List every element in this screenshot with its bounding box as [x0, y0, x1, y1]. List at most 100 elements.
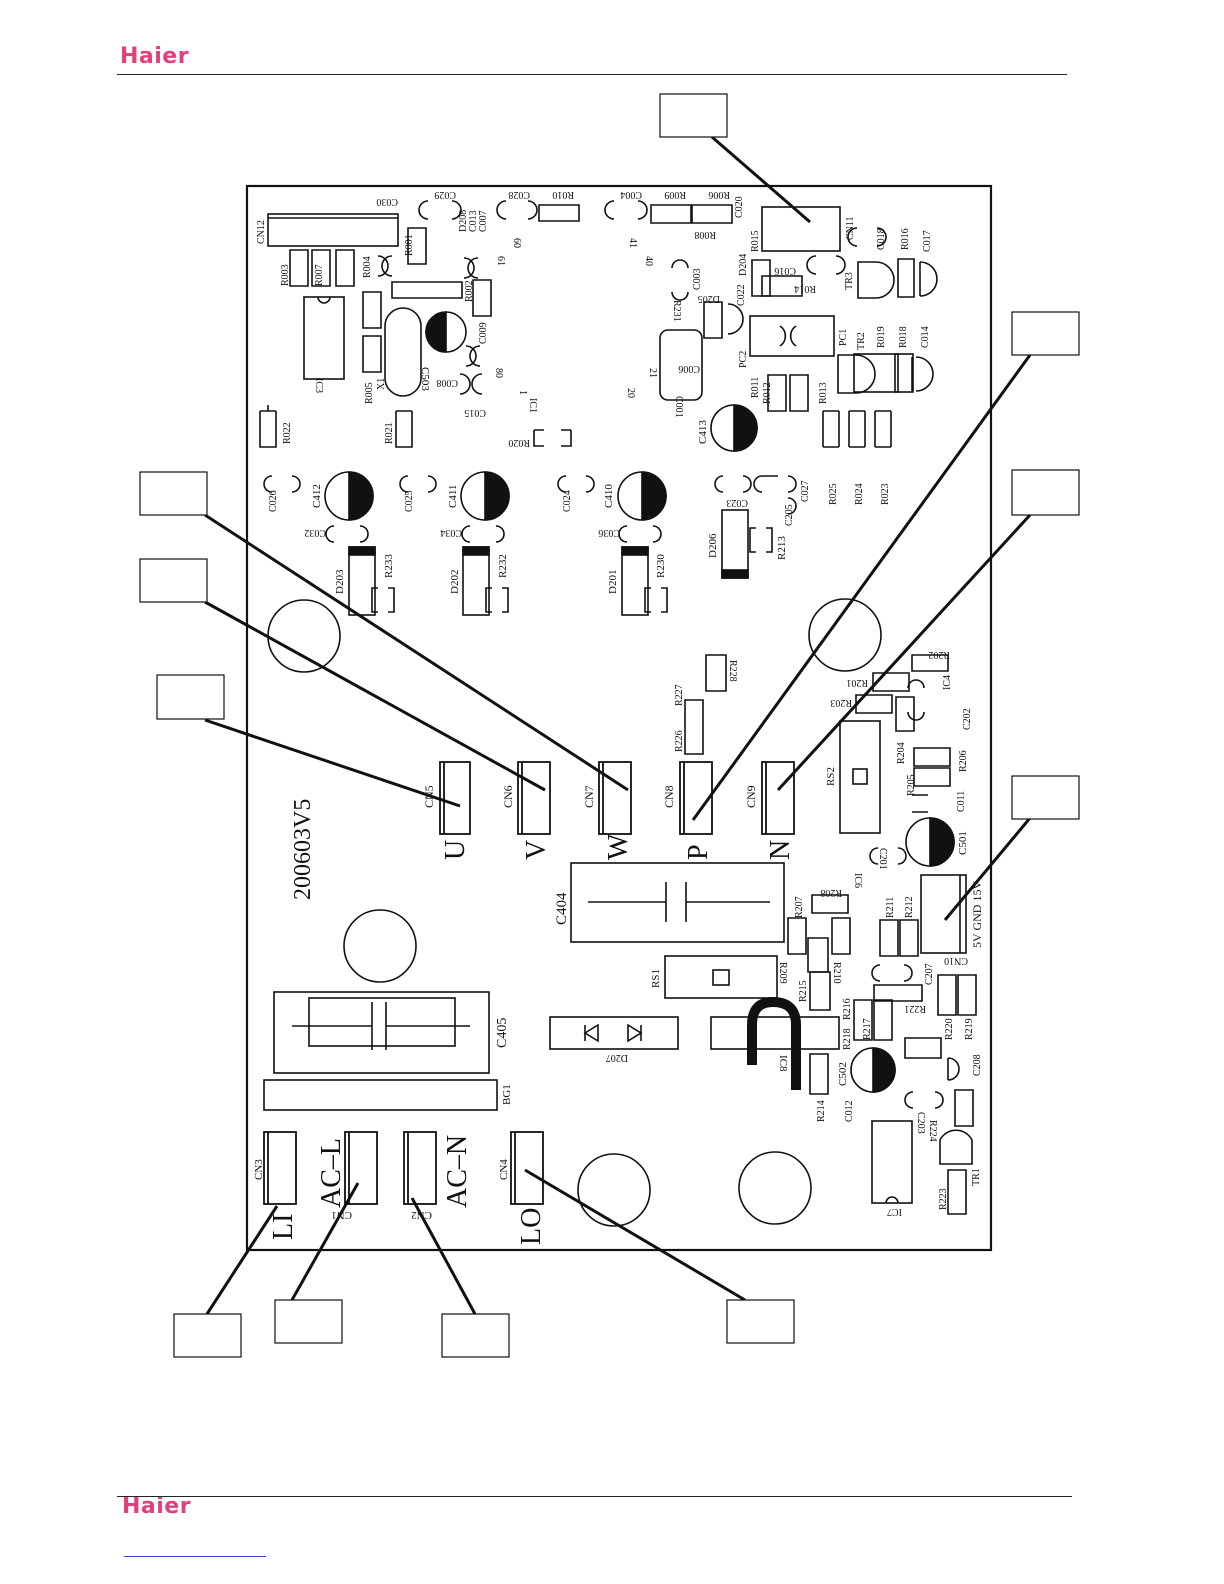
- c412-label: C412: [311, 484, 323, 508]
- pin-20: 20: [625, 388, 636, 398]
- resistor-rs2: [839, 720, 881, 834]
- r009-label: R009: [664, 189, 686, 200]
- pc1-label: PC1: [838, 329, 849, 346]
- callout-box: [139, 471, 208, 516]
- output-connectors: [439, 761, 795, 835]
- r221-label: R221: [904, 1003, 926, 1014]
- c030-label: C030: [376, 196, 398, 207]
- r218-label: R218: [842, 1028, 853, 1050]
- ic3-label: IC3: [313, 378, 324, 393]
- r219-label: R219: [964, 1018, 975, 1040]
- c022-label: C022: [736, 284, 747, 306]
- brand-logo-top: Haier: [120, 44, 190, 69]
- c405-label: C405: [495, 1018, 510, 1048]
- c027-label: C027: [800, 480, 811, 502]
- r022-label: R022: [282, 422, 293, 444]
- resistor-rs1: [664, 955, 778, 999]
- c202-label: C202: [962, 708, 973, 730]
- r015-label: R015: [750, 230, 761, 252]
- component-labels: CN12 CN11 IC3 IC7 IC1 IC4 IC6 X1 TR1 TR2…: [256, 189, 983, 1217]
- c007-label: C007: [478, 210, 489, 232]
- diode-labels: D203 D202 D201 D206 R233 R232 R230 R213: [334, 533, 788, 594]
- r214-label: R214: [816, 1100, 827, 1122]
- c009-label: C009: [478, 322, 489, 344]
- c008-label: C008: [436, 377, 458, 388]
- rs1-label: RS1: [650, 969, 662, 988]
- r016-label: R016: [900, 228, 911, 250]
- smd-pads: [259, 204, 977, 1215]
- r019-label: R019: [876, 326, 887, 348]
- pin-40: 40: [643, 256, 654, 266]
- pin-60: 60: [511, 238, 522, 248]
- r207-label: R207: [794, 896, 805, 918]
- r230-label: R230: [655, 554, 667, 578]
- c032-label: C032: [304, 527, 326, 538]
- cn2-label: CN2: [411, 1209, 432, 1221]
- pcb-outline: [245, 184, 993, 1252]
- cn3-label: CN3: [253, 1159, 265, 1180]
- c029-label: C029: [434, 189, 456, 200]
- c001-label: C001: [673, 396, 684, 418]
- r205-label: R205: [906, 774, 917, 796]
- terminal-ac-l: AC–L: [316, 1138, 347, 1208]
- c208-label: C208: [972, 1054, 983, 1076]
- c404-label: C404: [554, 892, 570, 925]
- cn1-label: CN1: [331, 1209, 352, 1221]
- terminal-p: P: [683, 844, 714, 860]
- r007-label: R007: [314, 264, 325, 286]
- r217-label: R217: [862, 1018, 873, 1040]
- callout-box: [1011, 775, 1080, 820]
- r223-label: R223: [938, 1188, 949, 1210]
- c013-label: C013: [468, 210, 479, 232]
- r213-label: R213: [776, 536, 788, 560]
- r211-label: R211: [885, 897, 896, 918]
- d204-label: D204: [738, 254, 749, 276]
- rs2-label: RS2: [825, 767, 837, 786]
- terminal-ac-n: AC–N: [442, 1135, 473, 1208]
- callout-box: [1011, 469, 1080, 516]
- cn5-label: CN5: [422, 785, 436, 808]
- r024-label: R024: [854, 483, 865, 505]
- r233-label: R233: [383, 554, 395, 578]
- smd-caps: [263, 200, 960, 1109]
- c036-label: C036: [598, 527, 620, 538]
- d208-label: D208: [458, 210, 469, 232]
- r002-label: R002: [464, 280, 475, 302]
- cn10-pins: 5V GND 15V: [970, 881, 984, 948]
- footer-rule: [117, 1496, 1072, 1497]
- c025-label: C025: [404, 490, 415, 512]
- c502-label: C502: [837, 1062, 849, 1086]
- terminal-li: LI: [268, 1214, 299, 1240]
- ic4-label: IC4: [942, 675, 953, 690]
- d202-label: D202: [449, 570, 461, 594]
- d206-label: D206: [707, 533, 719, 558]
- bg1-label: BG1: [501, 1084, 513, 1105]
- c003-label: C003: [692, 268, 703, 290]
- cn12-label: CN12: [256, 220, 267, 244]
- r212-label: R212: [904, 896, 915, 918]
- cn4-label: CN4: [498, 1159, 510, 1180]
- c023-label: C023: [726, 497, 748, 508]
- callout-box: [726, 1299, 795, 1344]
- tr1-label: TR1: [971, 1168, 982, 1186]
- r220-label: R220: [944, 1018, 955, 1040]
- c011-label: C011: [956, 791, 967, 812]
- r012-label: R012: [762, 382, 773, 404]
- c017-label: C017: [922, 230, 933, 252]
- d203-label: D203: [334, 569, 346, 594]
- callout-box: [441, 1313, 510, 1358]
- r210-label: R210: [831, 962, 842, 984]
- c020-label: C020: [734, 196, 745, 218]
- callout-leaders: [204, 135, 1032, 1315]
- footer-link-underline[interactable]: [124, 1556, 266, 1557]
- board-code: 200603V5: [290, 799, 316, 900]
- input-labels: CN3 LI AC–L CN1 AC–N CN2 CN4 LO: [253, 1135, 547, 1245]
- terminal-lo: LO: [516, 1208, 547, 1245]
- pc2-label: PC2: [738, 351, 749, 368]
- r215-label: R215: [798, 980, 809, 1002]
- r224-label: R224: [927, 1120, 938, 1142]
- capacitor-c405: [273, 991, 490, 1074]
- c014-label: C014: [920, 326, 931, 348]
- terminal-u: U: [440, 840, 471, 860]
- c201-label: C201: [877, 848, 888, 870]
